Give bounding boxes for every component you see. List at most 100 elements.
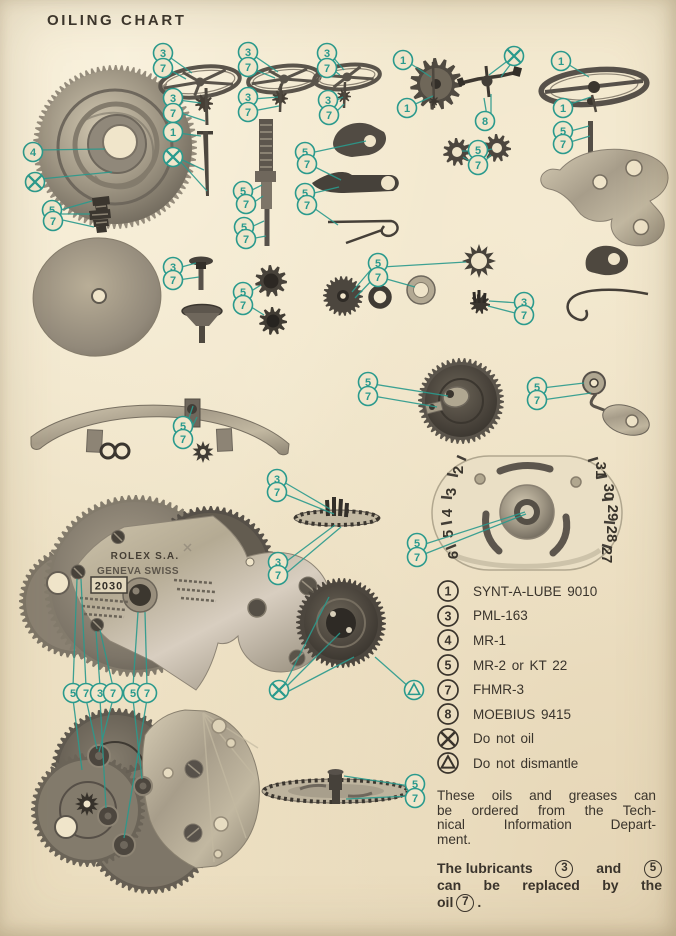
driving-wheel-hub-cap: [327, 769, 344, 775]
svg-text:7: 7: [275, 570, 281, 582]
date-numeral: 29: [604, 505, 621, 522]
svg-text:1: 1: [170, 127, 176, 139]
callout-line: [286, 656, 355, 693]
cap-lever: [585, 245, 629, 276]
lower-plate-hole2: [225, 737, 237, 749]
legend-label: FHMR-3: [473, 682, 524, 698]
lubricant-callout-1: 1: [552, 97, 574, 119]
lower-jewel1-dot: [95, 752, 103, 760]
svg-text:1: 1: [400, 55, 406, 67]
callout-line: [309, 140, 367, 154]
svg-text:7: 7: [534, 395, 540, 407]
callout-line: [98, 698, 114, 753]
callout-line: [372, 383, 449, 397]
crown-gear-upper-core: [263, 273, 279, 289]
inline-circled-number: 7: [456, 893, 475, 912]
small-ring: [368, 285, 392, 309]
svg-text:3: 3: [274, 474, 280, 486]
inline-circled-number: 5: [643, 859, 662, 878]
callout-line: [345, 795, 411, 800]
svg-text:5: 5: [414, 538, 420, 550]
lower-module-white-hole: [54, 815, 78, 839]
lubricant-callout-1: 1: [396, 97, 418, 119]
lubricant-callout-7: 7: [526, 389, 548, 411]
svg-text:4: 4: [30, 147, 37, 159]
svg-text:7: 7: [560, 139, 566, 151]
lower-plate-hole1: [211, 718, 227, 734]
rotor-foot-right: [215, 428, 234, 452]
do-not-dismantle-icon: [437, 752, 459, 775]
lower-plate-screw-slots: [186, 763, 201, 839]
clutch-cluster-hi: [91, 205, 109, 224]
callout-line: [132, 611, 139, 688]
balance-rim: [538, 66, 650, 108]
svg-text:5: 5: [375, 258, 381, 270]
callout-line: [282, 526, 342, 577]
lower-plate-hole5: [213, 849, 223, 859]
inline-circled-number: 3: [555, 859, 574, 878]
svg-text:8: 8: [482, 116, 488, 128]
lubricant-callout-7: 7: [357, 385, 379, 407]
ordering-note-line: ment.: [437, 832, 471, 848]
click-spring-wire: [566, 288, 649, 322]
callout-line: [252, 54, 279, 73]
replacement-note-text: can be replaced by the: [437, 877, 662, 893]
svg-text:1: 1: [560, 103, 566, 115]
date-slot-right: [549, 513, 571, 557]
legend-label: MR-1: [473, 632, 506, 648]
svg-text:7: 7: [521, 310, 527, 322]
lower-jewel4-dot: [120, 841, 128, 849]
winding-stem-collar: [255, 171, 276, 182]
rotor-rim: [30, 404, 290, 456]
callout-line: [144, 611, 148, 688]
lower-plate-hole3: [162, 767, 174, 779]
svg-text:5: 5: [240, 186, 246, 198]
callout-line: [95, 630, 101, 688]
callout-line: [57, 218, 95, 228]
legend-label: Do not dismantle: [473, 755, 579, 771]
balance-stem: [590, 94, 598, 113]
svg-text:5: 5: [475, 145, 481, 157]
svg-text:7: 7: [274, 487, 280, 499]
lower-jewel2-dot: [139, 782, 147, 790]
pallet-roller: [481, 75, 493, 87]
svg-text:7: 7: [245, 62, 251, 74]
svg-text:7: 7: [243, 199, 249, 211]
washer-hole: [413, 282, 429, 298]
callout-line: [421, 513, 527, 556]
date-numeral: 28: [603, 526, 620, 543]
svg-text:5: 5: [302, 147, 308, 159]
driving-wheel-slots: [299, 783, 373, 798]
reversing-wheel-dot2: [346, 627, 352, 633]
lubricant-callout-7: 7: [467, 154, 489, 176]
callout-line: [283, 596, 330, 687]
rolex-caliber-box: [90, 576, 128, 594]
svg-text:5: 5: [560, 126, 566, 138]
lubricant-callout-7: 7: [235, 228, 257, 250]
svg-text:7: 7: [326, 110, 332, 122]
lubricant-callout-7: 7: [406, 546, 428, 568]
replacement-note-text: .: [477, 894, 482, 910]
svg-text:7: 7: [240, 300, 246, 312]
svg-text:7: 7: [324, 63, 330, 75]
svg-text:7: 7: [414, 552, 420, 564]
rolex-plate-screw-slots: [73, 532, 192, 630]
pallet-fork-left-jewel: [456, 77, 466, 87]
callout-line: [372, 395, 438, 408]
svg-text:5: 5: [302, 188, 308, 200]
click-pad-hole: [625, 414, 639, 428]
svg-text:3: 3: [170, 93, 176, 105]
svg-text:3: 3: [324, 48, 330, 60]
auto-bridge-pin: [588, 121, 593, 161]
upper-module-white-hole: [46, 571, 70, 595]
cap-lever-hole: [608, 253, 620, 265]
date-numeral: 6: [445, 551, 462, 559]
callout-line: [487, 305, 520, 315]
svg-text:5: 5: [365, 377, 371, 389]
